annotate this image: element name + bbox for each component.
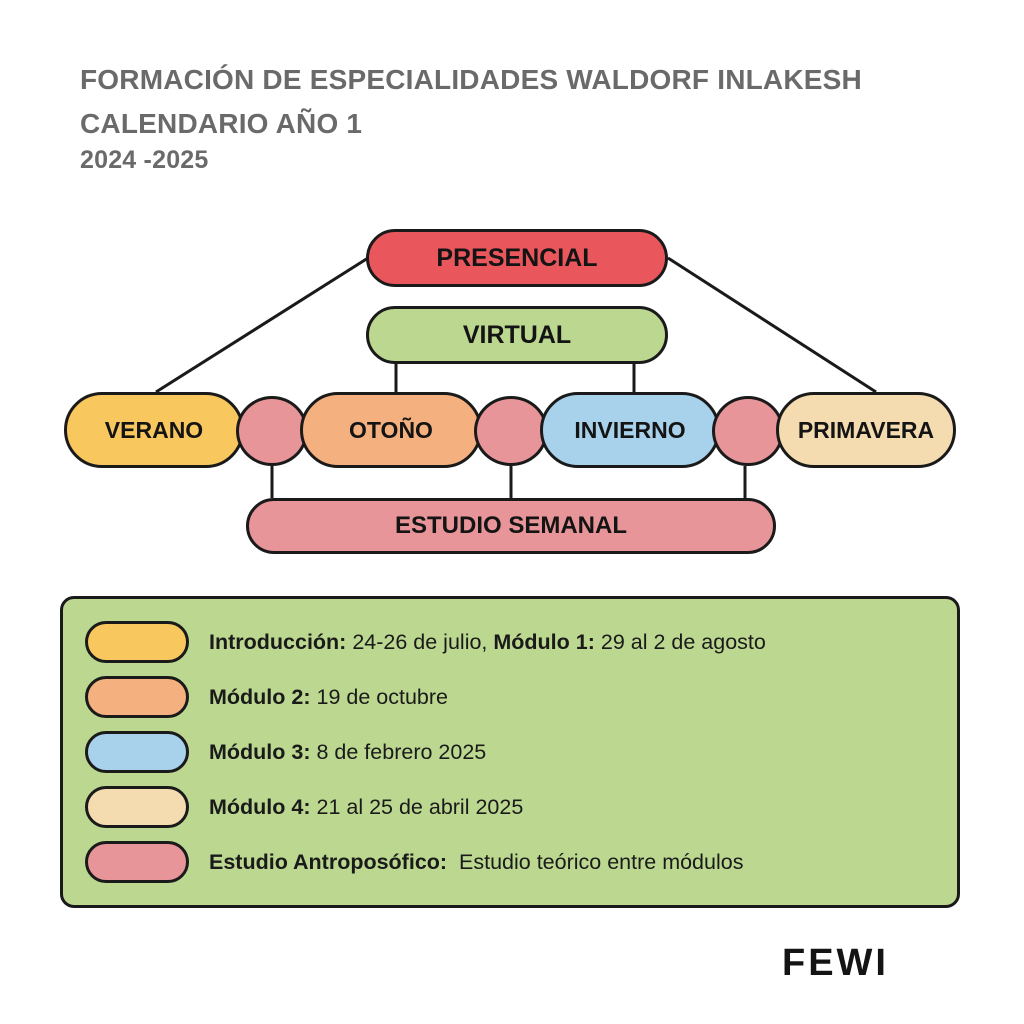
legend-item-estudio: Estudio Antroposófico: Estudio teórico e… xyxy=(85,840,743,884)
title-line-1: FORMACIÓN DE ESPECIALIDADES WALDORF INLA… xyxy=(80,64,862,95)
season-invierno: INVIERNO xyxy=(540,392,720,468)
legend-swatch-primavera xyxy=(85,786,189,828)
legend-label: Módulo 3: xyxy=(209,739,311,764)
transition-circle-1 xyxy=(236,396,308,466)
season-verano: VERANO xyxy=(64,392,244,468)
legend-item-invierno: Módulo 3: 8 de febrero 2025 xyxy=(85,730,486,774)
legend-text-estudio: Estudio Antroposófico: Estudio teórico e… xyxy=(209,850,743,875)
legend-value: 19 de octubre xyxy=(310,684,448,709)
legend-item-otono: Módulo 2: 19 de octubre xyxy=(85,675,448,719)
legend-value: Estudio teórico entre módulos xyxy=(447,849,744,874)
legend-swatch-otono xyxy=(85,676,189,718)
season-primavera: PRIMAVERA xyxy=(776,392,956,468)
legend-label: Módulo 4: xyxy=(209,794,311,819)
legend-value: 21 al 25 de abril 2025 xyxy=(310,794,524,819)
legend-swatch-estudio xyxy=(85,841,189,883)
legend-value: 8 de febrero 2025 xyxy=(310,739,487,764)
estudio-semanal-pill: ESTUDIO SEMANAL xyxy=(246,498,776,554)
connector-presencial-verano xyxy=(155,256,369,394)
diagram-connectors xyxy=(155,256,877,498)
legend-panel: Introducción: 24-26 de julio, Módulo 1: … xyxy=(60,596,960,908)
season-otono: OTOÑO xyxy=(300,392,482,468)
legend-swatch-verano xyxy=(85,621,189,663)
transition-circle-3 xyxy=(712,396,784,466)
brand-logo-text: FEWI xyxy=(782,942,889,984)
title-year: 2024 -2025 xyxy=(80,146,209,174)
legend-text-otono: Módulo 2: 19 de octubre xyxy=(209,685,448,710)
legend-swatch-invierno xyxy=(85,731,189,773)
virtual-pill: VIRTUAL xyxy=(366,306,668,364)
connector-presencial-primavera xyxy=(667,256,877,394)
legend-label: Introducción: xyxy=(209,629,347,654)
legend-label: Estudio Antroposófico: xyxy=(209,849,448,874)
legend-item-primavera: Módulo 4: 21 al 25 de abril 2025 xyxy=(85,785,523,829)
legend-text-verano: Introducción: 24-26 de julio, Módulo 1: … xyxy=(209,630,766,655)
legend-label: Módulo 1: xyxy=(493,629,595,654)
transition-circle-2 xyxy=(474,396,548,466)
title-line-2: CALENDARIO AÑO 1 xyxy=(80,108,363,139)
legend-value: 24-26 de julio, xyxy=(346,629,494,654)
legend-value: 29 al 2 de agosto xyxy=(594,629,766,654)
legend-text-primavera: Módulo 4: 21 al 25 de abril 2025 xyxy=(209,795,523,820)
legend-text-invierno: Módulo 3: 8 de febrero 2025 xyxy=(209,740,486,765)
legend-label: Módulo 2: xyxy=(209,684,311,709)
legend-item-verano: Introducción: 24-26 de julio, Módulo 1: … xyxy=(85,620,766,664)
presencial-pill: PRESENCIAL xyxy=(366,229,668,287)
